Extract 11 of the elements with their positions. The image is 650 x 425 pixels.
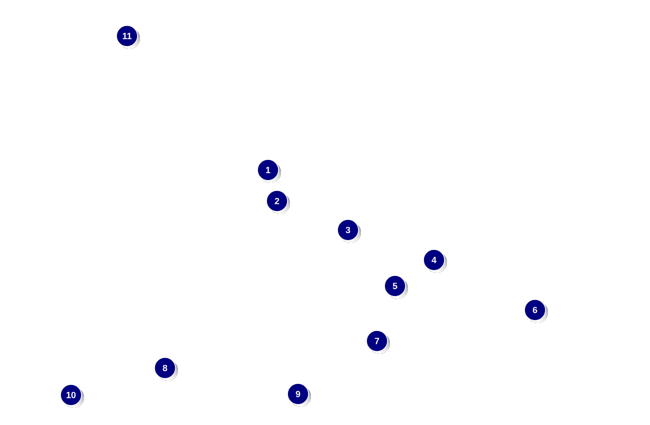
callout-number: 3 [337, 219, 361, 243]
callout-number: 5 [384, 275, 408, 299]
callout-number: 4 [423, 249, 447, 273]
callout-number: 11 [116, 25, 140, 49]
callout-number: 10 [60, 384, 84, 408]
callout-number: 6 [524, 299, 548, 323]
callout-number: 7 [366, 330, 390, 354]
callout-number: 1 [257, 159, 281, 183]
callout-number: 9 [287, 383, 311, 407]
callout-number: 8 [154, 357, 178, 381]
callout-number: 2 [266, 190, 290, 214]
